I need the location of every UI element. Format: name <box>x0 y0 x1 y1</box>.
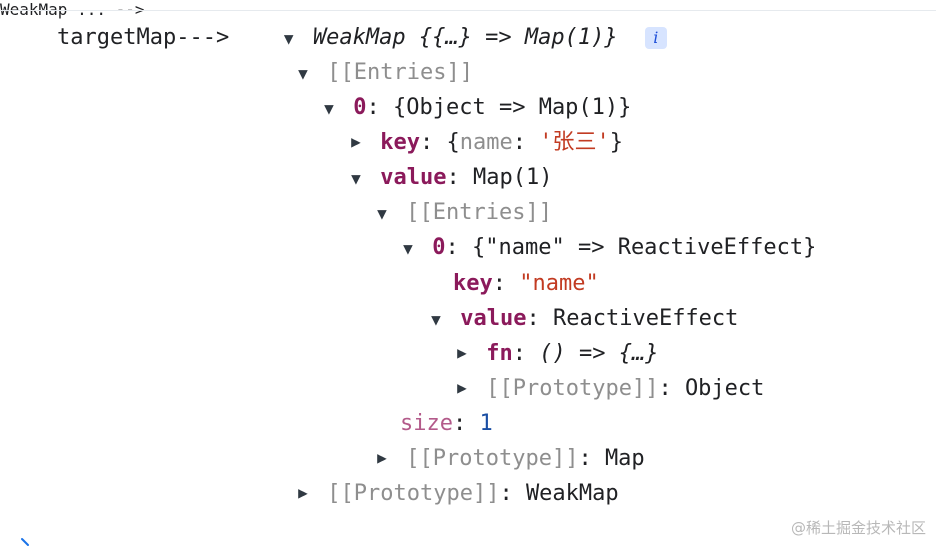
entry-0-node[interactable]: ▼ 0: {Object => Map(1)} <box>318 91 631 125</box>
size-label: size <box>400 411 453 436</box>
prototype-weakmap-value: WeakMap <box>525 481 619 506</box>
inner-value-label: value <box>460 306 527 331</box>
prototype-label: [[Prototype]] <box>327 481 500 506</box>
top-divider <box>0 10 936 11</box>
triangle-right-icon[interactable]: ▶ <box>457 378 467 397</box>
inner-key-label: key <box>453 271 493 296</box>
prototype-label: [[Prototype]] <box>406 446 579 471</box>
log-prefix: targetMap---> <box>57 25 230 50</box>
inner-key-node: key: "name" <box>453 271 599 296</box>
entries-label: [[Entries]] <box>327 60 473 85</box>
info-icon[interactable]: i <box>644 27 667 49</box>
map-value: Map(1) <box>472 165 553 190</box>
weakmap-summary[interactable]: WeakMap {{…} => Map(1)} <box>312 25 618 50</box>
watermark-text: @稀土掘金技术社区 <box>790 519 926 537</box>
key-node[interactable]: ▶ key: {name: '张三'} <box>345 126 623 160</box>
chevron-icon <box>18 534 34 546</box>
inner-key-value: "name" <box>519 271 599 296</box>
entries-node[interactable]: ▼ [[Entries]] <box>292 56 473 90</box>
fn-label: fn <box>486 341 513 366</box>
key-label: key <box>380 130 420 155</box>
triangle-right-icon[interactable]: ▶ <box>298 483 308 502</box>
triangle-right-icon[interactable]: ▶ <box>351 132 361 151</box>
name-prop-label: name <box>459 130 513 155</box>
inner-entries-label: [[Entries]] <box>406 200 552 225</box>
prototype-label: [[Prototype]] <box>486 376 659 401</box>
prototype-map-node[interactable]: ▶ [[Prototype]]: Map <box>371 442 645 476</box>
entry-index: 0 <box>353 95 367 120</box>
size-value: 1 <box>479 411 493 436</box>
triangle-right-icon[interactable]: ▶ <box>457 343 467 362</box>
triangle-down-icon[interactable]: ▼ <box>298 64 308 83</box>
size-node: size: 1 <box>400 411 493 436</box>
console-log-line[interactable]: targetMap---> ▼ WeakMap {{…} => Map(1)} … <box>57 21 667 55</box>
triangle-down-icon[interactable]: ▼ <box>431 310 441 329</box>
triangle-down-icon[interactable]: ▼ <box>377 204 387 223</box>
prototype-map-value: Map <box>604 446 645 471</box>
triangle-down-icon[interactable]: ▼ <box>403 239 413 258</box>
value-label: value <box>380 165 447 190</box>
inner-entries-node[interactable]: ▼ [[Entries]] <box>371 196 552 230</box>
inner-entry-value: {"name" => ReactiveEffect} <box>472 235 817 260</box>
entry-value: {Object => Map(1)} <box>393 95 632 120</box>
inner-entry-index: 0 <box>432 235 446 260</box>
fn-node[interactable]: ▶ fn: () => {…} <box>451 337 658 371</box>
prototype-object-value: Object <box>684 376 765 401</box>
fn-value: () => {…} <box>539 341 659 366</box>
name-prop-value: '张三' <box>539 130 610 155</box>
triangle-down-icon[interactable]: ▼ <box>283 29 294 48</box>
triangle-down-icon[interactable]: ▼ <box>324 99 334 118</box>
prototype-weakmap-node[interactable]: ▶ [[Prototype]]: WeakMap <box>292 477 619 511</box>
inner-entry-0-node[interactable]: ▼ 0: {"name" => ReactiveEffect} <box>397 231 816 265</box>
value-node[interactable]: ▼ value: Map(1) <box>345 161 552 195</box>
inner-value-text: ReactiveEffect <box>552 306 739 331</box>
triangle-down-icon[interactable]: ▼ <box>351 169 361 188</box>
inner-value-node[interactable]: ▼ value: ReactiveEffect <box>425 302 738 336</box>
prototype-object-node[interactable]: ▶ [[Prototype]]: Object <box>451 372 764 406</box>
triangle-right-icon[interactable]: ▶ <box>377 448 387 467</box>
